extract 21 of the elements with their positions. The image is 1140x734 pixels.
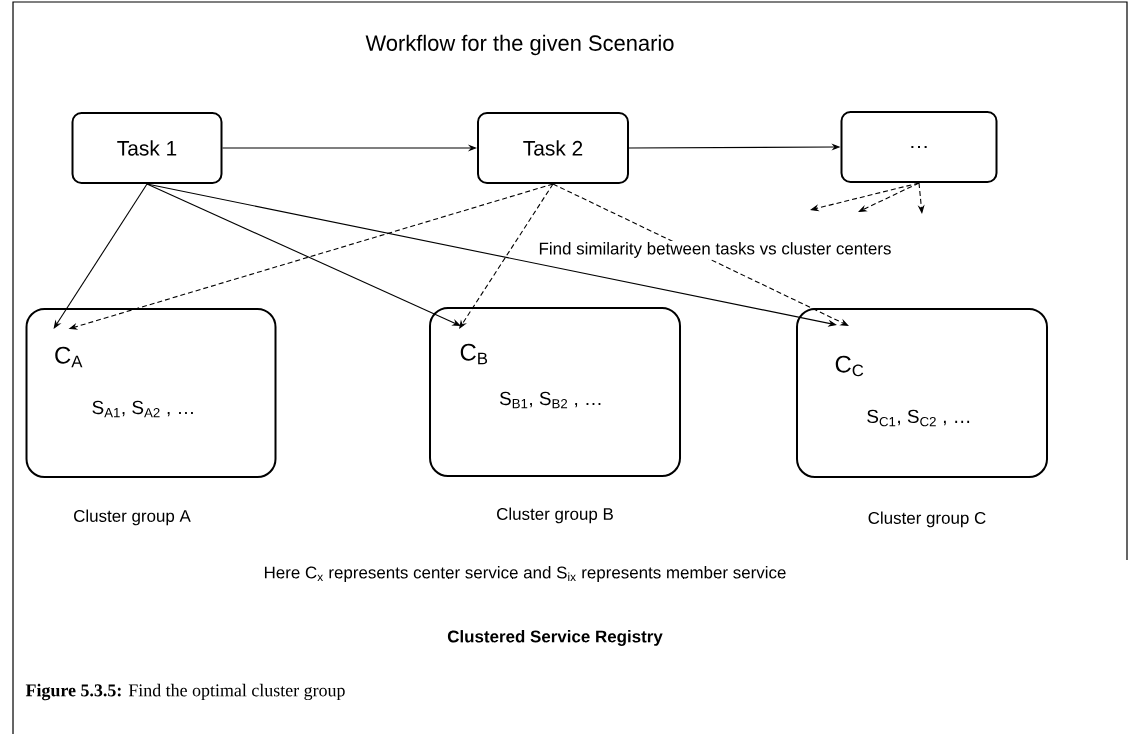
arrow bbox=[53, 183, 148, 329]
group-label: Cluster group B bbox=[497, 507, 613, 524]
task-box: Task 2 bbox=[477, 112, 629, 184]
group-label: Cluster group A bbox=[74, 509, 191, 526]
note-text: Find similarity between tasks vs cluster centers bbox=[537, 241, 893, 259]
note-text: Here C$_{x}$ represents center service and S$_{ix}$ represents member service bbox=[262, 565, 788, 583]
cluster-box: C$_{B}$ S$_{B1}$, S$_{B2}$ , … bbox=[429, 307, 681, 477]
cluster-box: C$_{C}$ S$_{C1}$, S$_{C2}$ , … bbox=[796, 308, 1048, 478]
arrow bbox=[858, 182, 920, 212]
group-label: Cluster group C bbox=[868, 511, 986, 528]
note-text: Clustered Service Registry bbox=[446, 629, 664, 647]
cluster-box: C$_{A}$ S$_{A1}$, S$_{A2}$ , … bbox=[25, 308, 277, 478]
arrow bbox=[146, 183, 461, 326]
arrow bbox=[810, 182, 920, 212]
caption: Figure 5.3.5: Find the optimal cluster group bbox=[25, 683, 345, 701]
arrow bbox=[552, 183, 849, 326]
task-box: Task 1 bbox=[71, 112, 223, 184]
title: Workflow for the given Scenario bbox=[365, 34, 674, 56]
arrow bbox=[146, 183, 837, 327]
task-box: … bbox=[840, 111, 998, 183]
arrow bbox=[459, 183, 554, 329]
